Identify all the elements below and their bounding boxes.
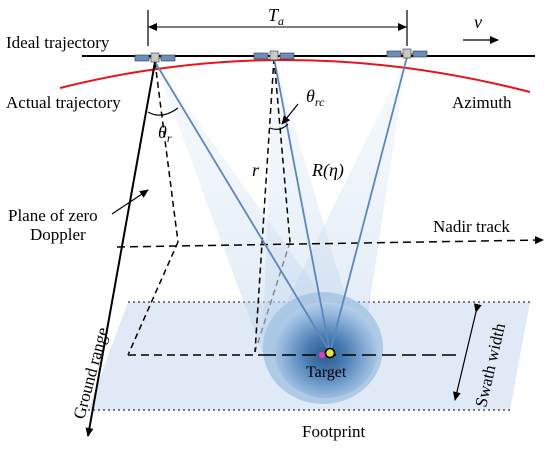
zero-doppler-vertical-1 (154, 61, 179, 243)
ideal-trajectory-label: Ideal trajectory (6, 33, 110, 52)
theta-rc-symbol: θrc (306, 86, 325, 109)
actual-trajectory-label: Actual trajectory (6, 93, 121, 112)
satellite-icon (386, 48, 428, 59)
ta-symbol: Ta (268, 5, 284, 28)
r-symbol: r (252, 160, 260, 180)
target-marker (324, 347, 336, 359)
actual-trajectory-curve (59, 59, 531, 93)
theta-rc-pointer (281, 103, 299, 125)
ground-range-axis (85, 61, 156, 437)
plane-pointer-arrow (111, 189, 149, 215)
beam-cone-right (262, 57, 407, 352)
footprint-label: Footprint (302, 422, 366, 441)
plane-label-line1: Plane of zero (8, 206, 98, 225)
r-slant-line (254, 57, 275, 353)
beam-line-center (273, 57, 331, 353)
satellite-icon (253, 50, 295, 61)
theta-rc-arc (269, 123, 289, 130)
plane-label-line2: Doppler (30, 225, 86, 244)
target-marker-accent (319, 352, 325, 358)
ta-arrow-right (398, 23, 407, 31)
beam-line-right (329, 56, 408, 353)
target-label: Target (306, 364, 347, 381)
azimuth-label: Azimuth (452, 93, 512, 112)
ta-arrow-left (148, 23, 157, 31)
theta-r-symbol: θr (158, 122, 172, 145)
theta-r-arc (147, 107, 179, 116)
zero-doppler-vertical-2 (273, 57, 291, 243)
swath-width-arrow (452, 303, 482, 401)
R-eta-symbol: R(η) (311, 160, 344, 181)
nadir-track-line (116, 236, 544, 248)
nadir-track-label: Nadir track (433, 217, 510, 236)
velocity-symbol: v (474, 12, 482, 32)
satellite-icon (134, 52, 176, 63)
zero-doppler-ground-1 (127, 241, 179, 356)
beam-line-left (154, 61, 331, 353)
